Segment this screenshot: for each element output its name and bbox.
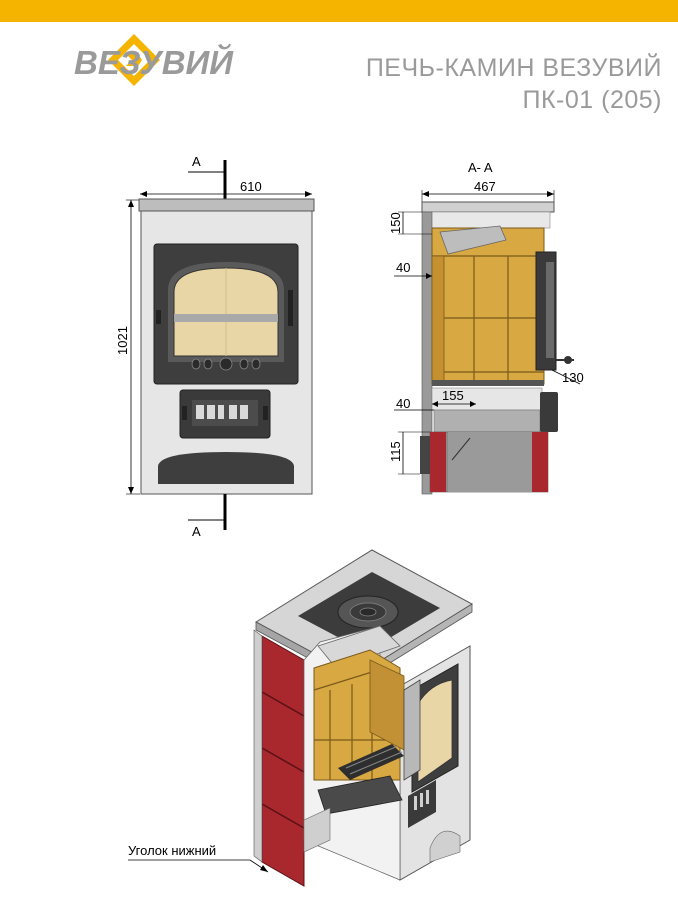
brand-logo-icon (108, 34, 160, 86)
brand-name: ВЕЗУВИЙ (74, 44, 234, 81)
dimension-40-bottom: 40 (396, 396, 410, 411)
top-accent-bar (0, 0, 678, 22)
dimension-40-top: 40 (396, 260, 410, 275)
dimension-150: 150 (388, 212, 403, 234)
front-width-dimension: 610 (240, 179, 262, 194)
dimension-115: 115 (388, 441, 403, 462)
section-mark-bottom: A (192, 524, 201, 539)
product-title: ПЕЧЬ-КАМИН ВЕЗУВИЙ (365, 54, 662, 82)
dimension-155: 155 (442, 388, 464, 403)
section-mark-top: A (192, 154, 201, 169)
section-width-dimension: 467 (474, 179, 496, 194)
product-model: ПК-01 (205) (522, 86, 662, 114)
isometric-view: Уголок нижний (128, 549, 473, 887)
front-height-dimension: 1021 (115, 326, 130, 355)
front-view: A 610 1021 (115, 154, 315, 539)
dimension-130: 130 (562, 370, 584, 385)
callout-bottom-corner: Уголок нижний (128, 843, 216, 858)
section-view: A- A 467 (388, 160, 584, 495)
section-label: A- A (468, 160, 493, 175)
